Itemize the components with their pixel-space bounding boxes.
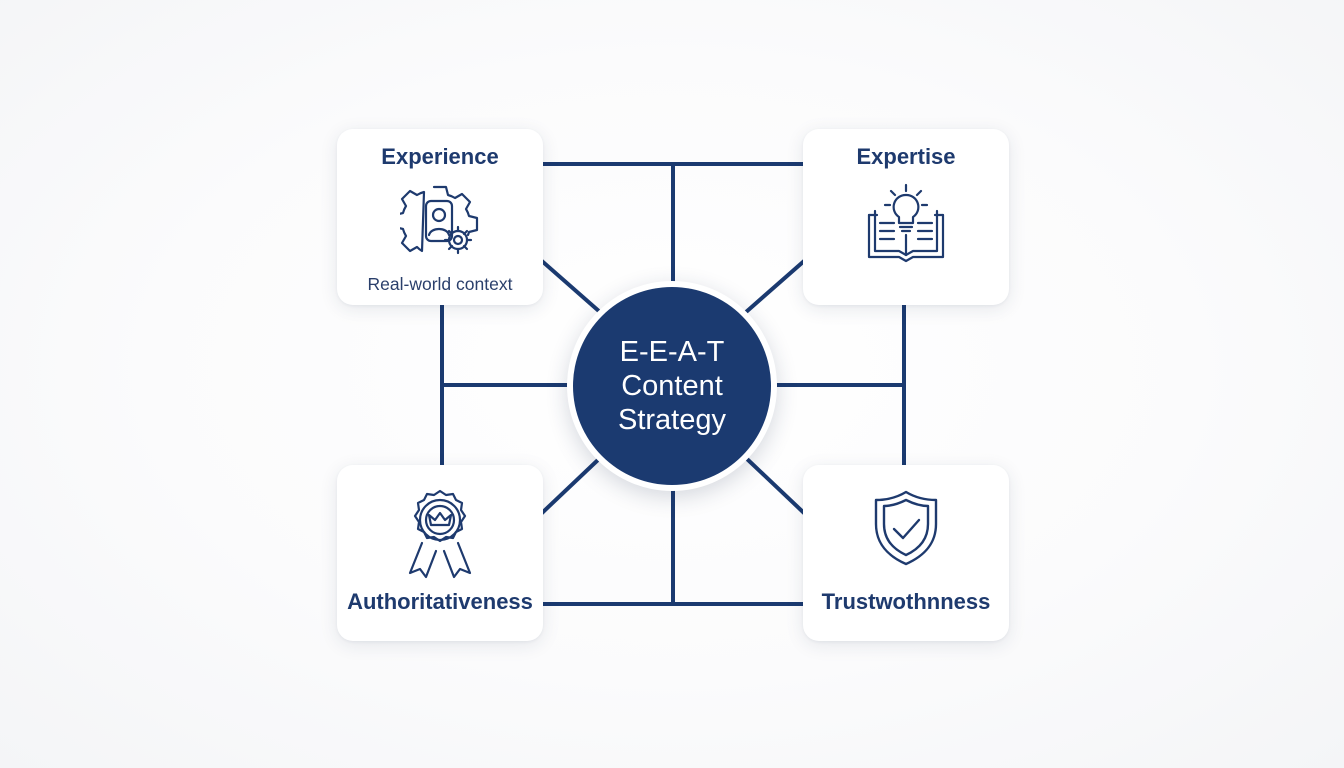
person-gear-icon: [393, 183, 480, 268]
card-authoritativeness: Authoritativeness: [337, 465, 543, 641]
center-line-2: Content: [621, 370, 723, 402]
book-lightbulb-icon: [863, 181, 949, 270]
center-hub: E-E-A-T Content Strategy: [567, 281, 777, 491]
card-experience-subtitle: Real-world context: [367, 274, 513, 294]
center-line-3: Strategy: [618, 404, 726, 436]
card-experience: Experience Real-world context: [337, 129, 543, 305]
award-badge-crown-icon: [400, 487, 480, 584]
card-trustworthiness: Trustwothnness: [803, 465, 1009, 641]
card-expertise-title: Expertise: [856, 144, 956, 169]
center-line-1: E-E-A-T: [619, 336, 725, 368]
center-hub-label: E-E-A-T Content Strategy: [618, 335, 726, 437]
center-hub-fill: E-E-A-T Content Strategy: [573, 287, 771, 485]
shield-check-icon: [873, 489, 939, 572]
card-trustworthiness-title: Trustwothnness: [821, 589, 991, 614]
card-expertise: Expertise: [803, 129, 1009, 305]
card-experience-title: Experience: [381, 144, 499, 169]
card-authoritativeness-title: Authoritativeness: [347, 589, 533, 614]
